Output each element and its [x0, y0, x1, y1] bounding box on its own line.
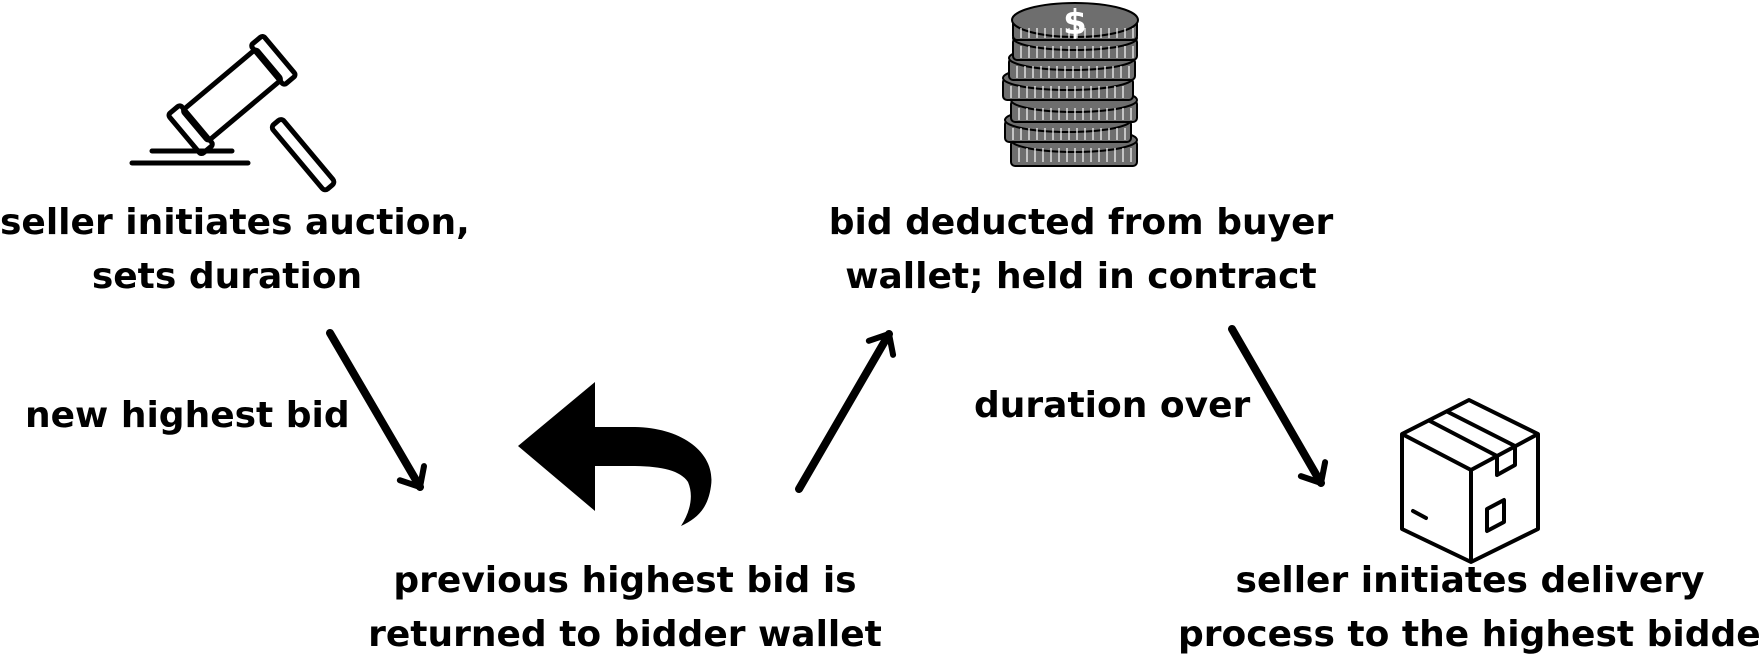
arrow-bid-to-delivery	[1228, 325, 1329, 487]
node-label-line: sets duration	[91, 256, 363, 297]
arrow-previous-to-bid	[795, 330, 897, 493]
coin-symbol: $	[1063, 3, 1087, 43]
node-label-line: wallet; held in contract	[845, 256, 1317, 297]
node-label-line: seller initiates delivery	[1235, 560, 1705, 601]
node-label-line: returned to bidder wallet	[368, 614, 882, 655]
return-arrow-icon	[518, 382, 712, 526]
node-label-line: previous highest bid is	[393, 560, 857, 601]
edge-label-duration-over: duration over	[974, 385, 1251, 426]
coin-stack-icon: $	[1002, 2, 1139, 167]
arrow-seller-to-previous	[326, 329, 428, 491]
node-seller-initiates-delivery: seller initiates delivery process to the…	[1178, 554, 1762, 662]
node-label-line: seller initiates auction,	[0, 202, 470, 243]
gavel-icon	[129, 33, 337, 193]
flow-arrows	[326, 325, 1329, 493]
package-box-icon	[1400, 398, 1540, 564]
node-seller-initiates-auction: seller initiates auction, sets duration	[0, 196, 470, 304]
edge-label-new-highest-bid: new highest bid	[25, 395, 350, 436]
node-previous-bid-returned: previous highest bid is returned to bidd…	[365, 554, 885, 662]
node-bid-deducted: bid deducted from buyer wallet; held in …	[816, 196, 1346, 304]
node-label-line: bid deducted from buyer	[828, 202, 1334, 243]
node-label-line: process to the highest bidder	[1178, 614, 1762, 655]
